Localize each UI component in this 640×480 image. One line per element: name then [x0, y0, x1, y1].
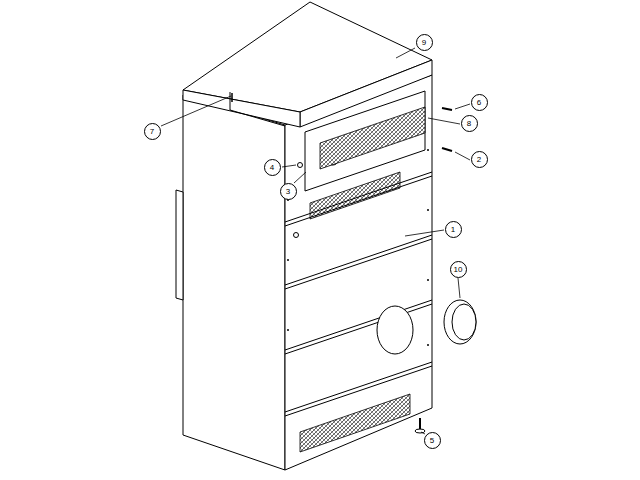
leader-lines [161, 48, 470, 434]
callout-number: 5 [424, 432, 441, 449]
screw [442, 148, 452, 151]
callout-number: 6 [471, 94, 488, 111]
lid-side [183, 90, 300, 127]
middle-grille [310, 172, 400, 219]
nut [298, 163, 303, 168]
callout-number: 1 [445, 221, 462, 238]
screw [442, 108, 452, 110]
screw [231, 93, 233, 102]
lid-top [183, 2, 432, 112]
callout-number: 7 [144, 123, 161, 140]
duct-ring [444, 300, 476, 344]
callout-number: 8 [461, 115, 478, 132]
lower-grille [300, 394, 410, 452]
callout-number: 3 [280, 183, 297, 200]
side-panel [183, 95, 285, 470]
bolt-head [415, 429, 425, 433]
slat-line [285, 362, 432, 416]
lid-edge [230, 92, 285, 126]
slat-line [285, 235, 432, 289]
upper-grille [320, 107, 425, 169]
access-plate [305, 91, 425, 191]
side-bracket [176, 190, 183, 300]
front-panel [285, 75, 432, 470]
callout-number: 2 [471, 151, 488, 168]
slat-line [285, 172, 432, 226]
duct-hole [377, 306, 413, 354]
callout-number: 4 [264, 159, 281, 176]
callout-number: 9 [416, 34, 433, 51]
bolt [419, 418, 421, 430]
callout-number: 10 [450, 261, 467, 278]
slat-line [285, 300, 432, 354]
